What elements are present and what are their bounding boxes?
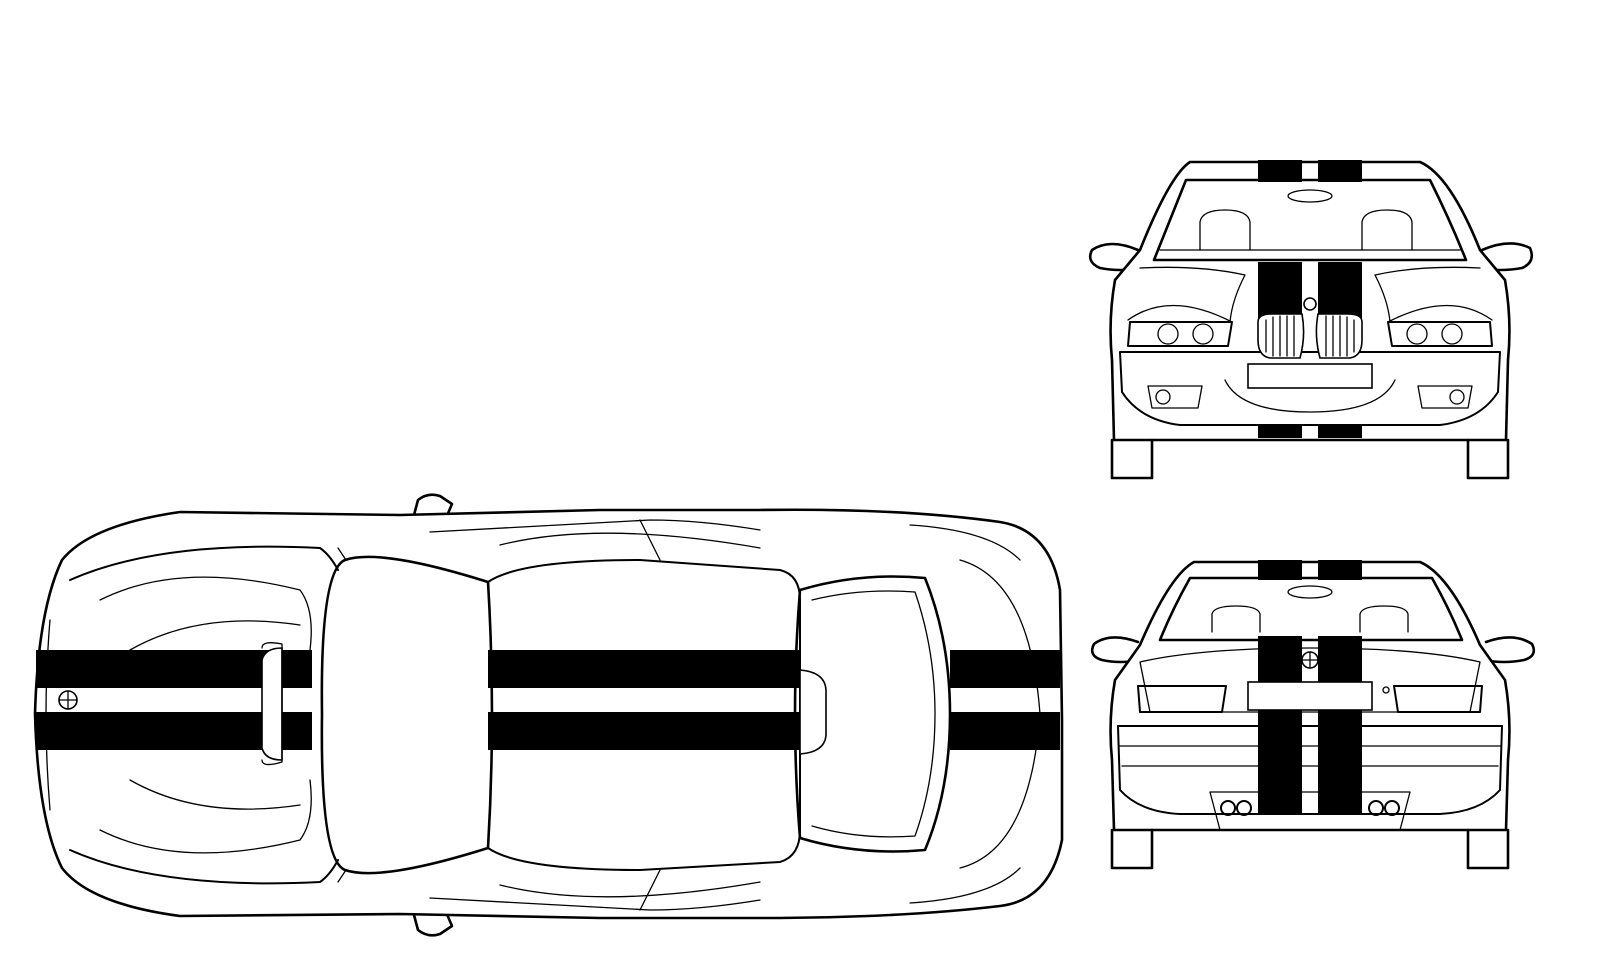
rear-mirror-right bbox=[1482, 636, 1536, 664]
rear-stripe-right-trunk bbox=[1318, 636, 1362, 814]
front-license-plate bbox=[1247, 363, 1373, 389]
top-hood-crease-lower bbox=[99, 779, 312, 854]
top-hood-left-line bbox=[69, 545, 339, 581]
rear-window bbox=[1158, 576, 1464, 642]
top-roof-rail-upper bbox=[429, 519, 761, 533]
top-stripe-lower-rear bbox=[950, 712, 1060, 750]
front-seat-left bbox=[1199, 209, 1251, 251]
front-seat-right bbox=[1361, 209, 1413, 251]
front-lower-intake bbox=[1224, 379, 1396, 413]
top-stripe-lower-roof bbox=[488, 712, 800, 750]
front-windshield bbox=[1152, 178, 1468, 262]
front-hood-right bbox=[1374, 266, 1481, 323]
front-headlight-right bbox=[1387, 321, 1493, 347]
front-view bbox=[1088, 160, 1534, 480]
front-stripe-left-roof bbox=[1258, 160, 1302, 182]
front-roundel-icon bbox=[1303, 297, 1317, 311]
front-headlight-left-lamp-1 bbox=[1157, 323, 1179, 345]
top-rear-spoiler bbox=[799, 669, 827, 755]
front-fog-left-lamp bbox=[1155, 389, 1171, 405]
front-headlight-left bbox=[1127, 321, 1233, 347]
top-door-line-upper bbox=[639, 519, 661, 561]
top-a-pillar-lower bbox=[337, 869, 347, 883]
front-stripe-right-roof bbox=[1318, 160, 1362, 182]
rear-stripe-left-trunk bbox=[1258, 636, 1302, 814]
top-rear-window bbox=[793, 575, 952, 853]
front-fog-right bbox=[1417, 385, 1473, 409]
front-wheel-left bbox=[1110, 438, 1154, 480]
top-hood-crease-upper bbox=[99, 576, 312, 651]
front-mirror-right bbox=[1478, 242, 1534, 272]
rear-exhaust-left-2 bbox=[1236, 800, 1252, 816]
rear-seat-right bbox=[1359, 605, 1409, 633]
front-stripe-right-bumper bbox=[1318, 424, 1362, 438]
front-headlight-right-lamp-1 bbox=[1406, 323, 1428, 345]
front-grille-left bbox=[1257, 313, 1305, 359]
top-stripe-upper-roof bbox=[488, 650, 800, 688]
rear-license-plate bbox=[1247, 681, 1373, 711]
rear-exhaust-right-1 bbox=[1368, 800, 1384, 816]
front-mirror-left bbox=[1088, 242, 1142, 272]
front-stripe-left-bumper bbox=[1258, 424, 1302, 438]
rear-seat-left bbox=[1211, 605, 1261, 633]
top-windshield bbox=[320, 555, 494, 875]
rear-bumper bbox=[1117, 725, 1503, 815]
top-hood-right-line bbox=[69, 849, 339, 885]
top-side-window-upper bbox=[499, 532, 761, 549]
top-mirror-upper bbox=[408, 493, 454, 534]
rear-trunk-lid bbox=[1139, 647, 1481, 713]
rear-exhaust-left-1 bbox=[1220, 800, 1236, 816]
top-hood-dome bbox=[261, 647, 283, 761]
top-door-line-lower bbox=[639, 869, 661, 911]
top-hood-dome-outline bbox=[261, 642, 283, 766]
rear-view bbox=[1090, 560, 1536, 870]
top-a-pillar-upper bbox=[337, 547, 347, 561]
front-fog-left bbox=[1147, 385, 1203, 409]
front-headlight-right-lamp-2 bbox=[1441, 323, 1463, 345]
rear-taillight-left bbox=[1137, 685, 1227, 713]
front-fog-right-lamp bbox=[1449, 389, 1465, 405]
front-stripe-left-hood bbox=[1258, 262, 1302, 322]
front-stripe-right-hood bbox=[1318, 262, 1362, 322]
top-hood-bulge bbox=[129, 620, 301, 810]
front-bumper bbox=[1119, 351, 1501, 426]
rear-taillight-right bbox=[1393, 685, 1483, 713]
rear-stripe-left-roof bbox=[1258, 560, 1302, 580]
front-hood-left bbox=[1139, 266, 1246, 323]
rear-wheel-left bbox=[1110, 828, 1154, 870]
top-rear-window-inner bbox=[811, 590, 936, 838]
top-side-window-lower bbox=[499, 881, 761, 898]
rear-wheel-right bbox=[1466, 828, 1510, 870]
top-rear-deck-lower bbox=[909, 867, 1021, 904]
rear-exhaust-right-2 bbox=[1384, 800, 1400, 816]
rear-roundel-quarters bbox=[1301, 651, 1319, 669]
rear-stripe-right-roof bbox=[1318, 560, 1362, 580]
front-grille-slats bbox=[1265, 315, 1355, 357]
front-rearview-mirror bbox=[1287, 189, 1333, 203]
front-headlight-left-lamp-2 bbox=[1192, 323, 1214, 345]
top-stripe-upper-rear bbox=[950, 650, 1060, 688]
top-view bbox=[33, 493, 1064, 937]
rear-mirror-left bbox=[1090, 636, 1142, 664]
front-grille-right bbox=[1315, 313, 1363, 359]
front-wheel-right bbox=[1466, 438, 1510, 480]
top-mirror-lower bbox=[408, 896, 454, 937]
rear-brake-light bbox=[1287, 585, 1333, 599]
top-roof-rail-lower bbox=[429, 897, 761, 911]
top-roundel-quarters bbox=[58, 690, 78, 710]
front-fender-left bbox=[1127, 304, 1233, 323]
front-fender-right bbox=[1387, 304, 1493, 323]
rear-trunk-lock bbox=[1382, 686, 1390, 694]
top-rear-deck-upper bbox=[909, 524, 1021, 561]
